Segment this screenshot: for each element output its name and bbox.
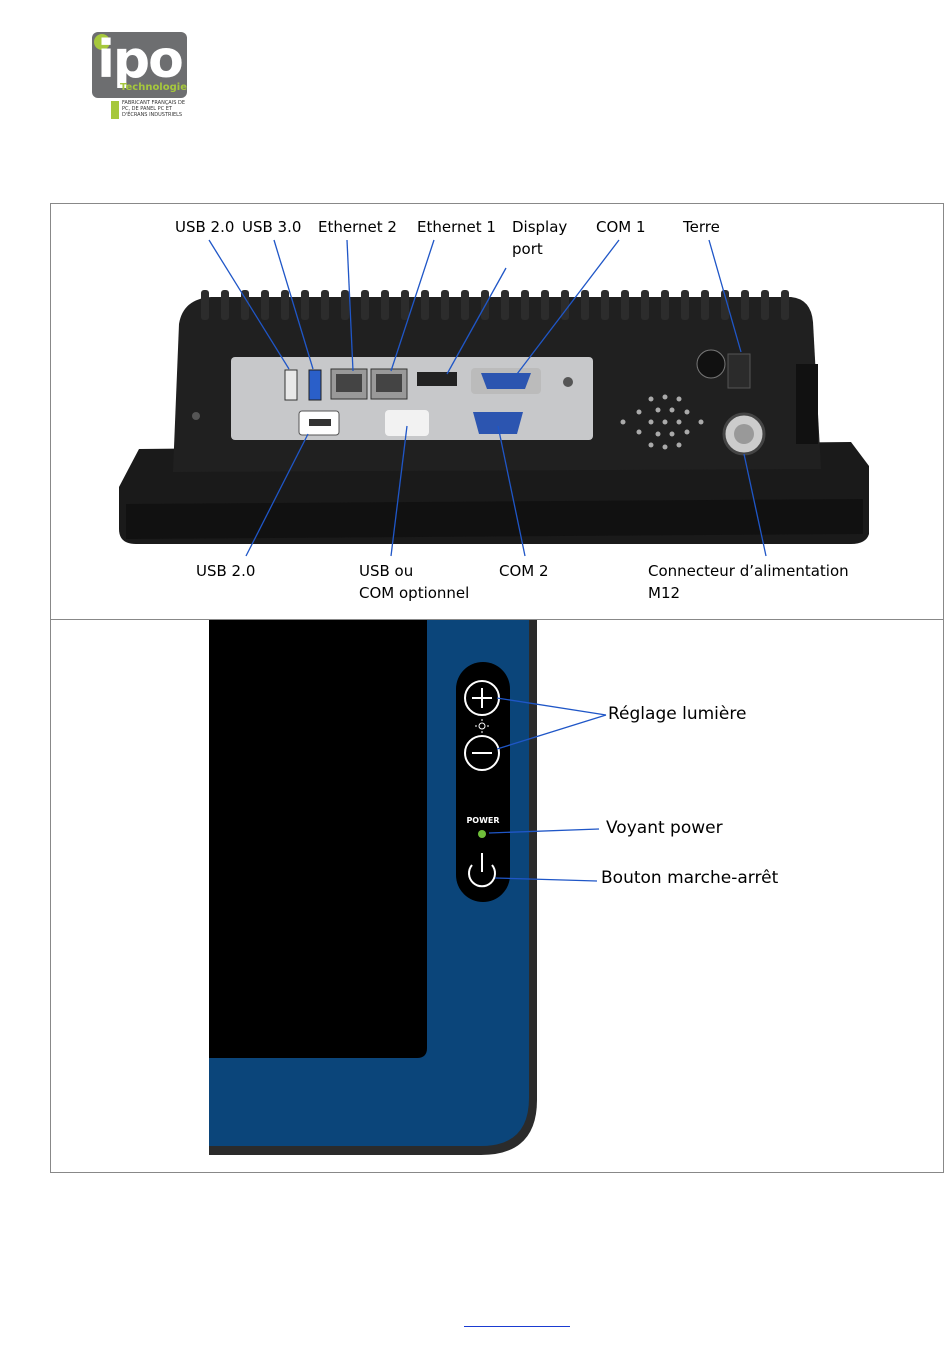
company-logo: ipo Technologie FABRICANT FRANÇAIS DE PC… <box>92 32 192 124</box>
label-usb20-bottom: USB 2.0 <box>196 560 255 582</box>
front-panel: POWER Réglage lumière Voyant power Bouto… <box>50 619 944 1173</box>
side-bracket <box>796 364 818 444</box>
front-bezel-illustration <box>51 620 945 1174</box>
label-displayport-line1: Display <box>512 216 567 238</box>
power-text: POWER <box>463 816 503 825</box>
connectors-panel: USB 2.0 USB 3.0 Ethernet 2 Ethernet 1 Di… <box>50 203 944 620</box>
base-edge <box>126 499 863 539</box>
label-power-button: Bouton marche-arrêt <box>601 867 778 889</box>
label-usb30: USB 3.0 <box>242 216 301 238</box>
label-ethernet2: Ethernet 2 <box>318 216 397 238</box>
label-brightness: Réglage lumière <box>608 703 746 725</box>
label-usb-com-line2: COM optionnel <box>359 582 469 604</box>
label-terre: Terre <box>683 216 720 238</box>
usb20-port-top <box>285 370 297 400</box>
label-power-connector-line2: M12 <box>648 582 680 604</box>
label-displayport-line2: port <box>512 238 543 260</box>
label-power-connector-line1: Connecteur d’alimentation <box>648 560 849 582</box>
screw <box>563 377 573 387</box>
label-com1: COM 1 <box>596 216 646 238</box>
logo-bar <box>111 101 119 119</box>
com2-port <box>473 412 523 434</box>
logo-subtitle: Technologie <box>120 82 187 93</box>
logo-tagline: FABRICANT FRANÇAIS DE PC, DE PANEL PC ET… <box>122 100 192 118</box>
screen <box>209 620 427 1058</box>
device-rear-illustration <box>51 204 945 621</box>
footer-link[interactable] <box>464 1312 570 1327</box>
label-usb20-top: USB 2.0 <box>175 216 234 238</box>
label-com2: COM 2 <box>499 560 549 582</box>
displayport <box>417 372 457 386</box>
usb20-slot <box>309 419 331 426</box>
ground-clip <box>728 354 750 388</box>
label-power-led: Voyant power <box>606 817 723 839</box>
logo-wordmark: ipo <box>92 34 187 86</box>
ethernet2-socket <box>336 374 362 392</box>
usb-com-optional-port <box>385 410 429 436</box>
label-usb-com-line1: USB ou <box>359 560 413 582</box>
screw <box>192 412 200 420</box>
ethernet1-socket <box>376 374 402 392</box>
ground-terminal <box>697 350 725 378</box>
label-ethernet1: Ethernet 1 <box>417 216 496 238</box>
m12-inner <box>734 424 754 444</box>
usb30-port <box>309 370 321 400</box>
power-led <box>478 830 486 838</box>
com1-port <box>481 373 531 389</box>
